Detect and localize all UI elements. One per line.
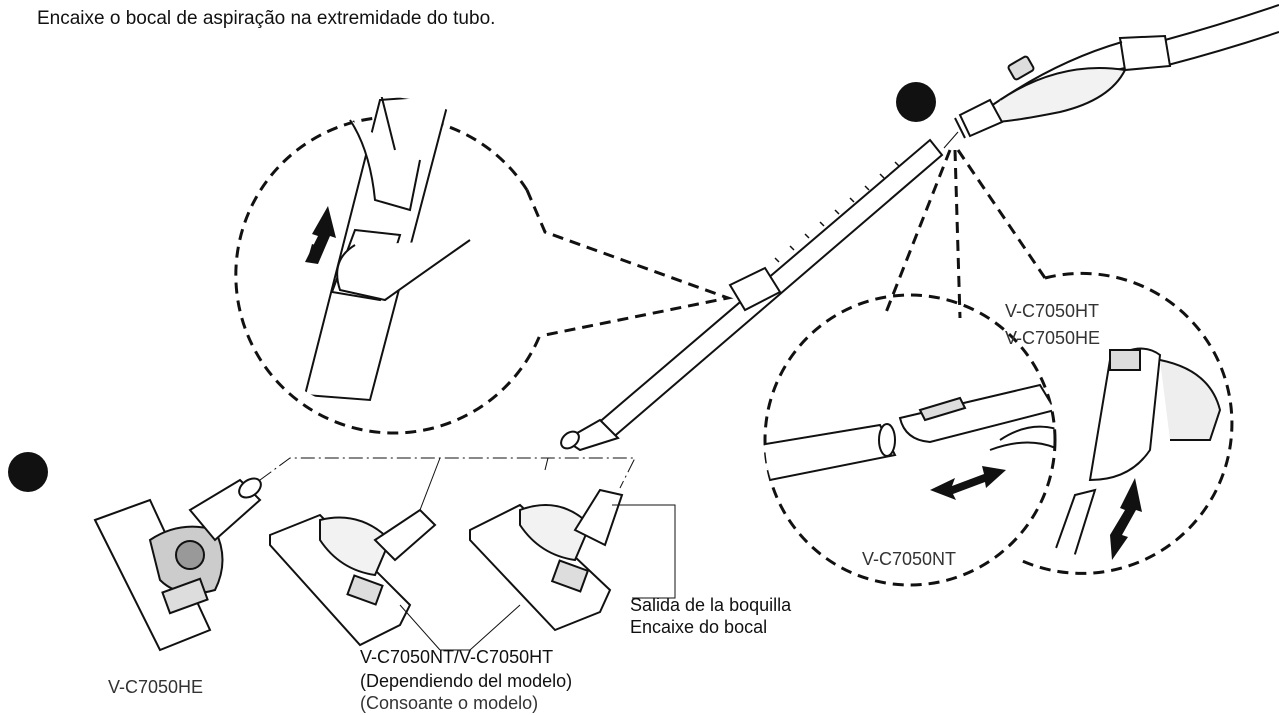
label-model-he: V-C7050HE: [1005, 328, 1101, 348]
step-marker-1: [896, 82, 936, 122]
nozzle-nt-ht-2: [469, 488, 624, 632]
detail-circle-ht-he: [1019, 271, 1234, 575]
double-arrow-icon: [1110, 478, 1142, 560]
telescopic-tube: [560, 138, 944, 452]
detail-circle-nt: [763, 293, 1057, 587]
step-marker-2: [8, 452, 48, 492]
nozzle-he: [93, 477, 262, 652]
alignment-lines: [254, 457, 636, 511]
label-outlet-es: Salida de la boquilla: [630, 595, 792, 615]
label-depending-pt: (Consoante o modelo): [360, 693, 539, 713]
nozzle-nt-ht-1: [269, 508, 437, 647]
leader-lines: [399, 504, 676, 651]
label-model-nt: V-C7050NT: [862, 549, 957, 569]
instruction-text: Encaixe o bocal de aspiração na extremid…: [37, 8, 496, 29]
double-arrow-icon: [930, 466, 1006, 500]
label-outlet-pt: Encaixe do bocal: [630, 617, 768, 637]
detail-circle-tube-adjust: [234, 97, 734, 435]
detail-connectors: [883, 149, 1047, 319]
hose-handle: [954, 4, 1279, 139]
label-nozzle-models: V-C7050NT/V-C7050HT: [360, 647, 554, 667]
label-depending-es: (Dependiendo del modelo): [360, 671, 573, 691]
label-model-he-bottom: V-C7050HE: [108, 677, 204, 697]
double-arrow-icon: [305, 206, 336, 264]
label-model-ht: V-C7050HT: [1005, 301, 1100, 321]
